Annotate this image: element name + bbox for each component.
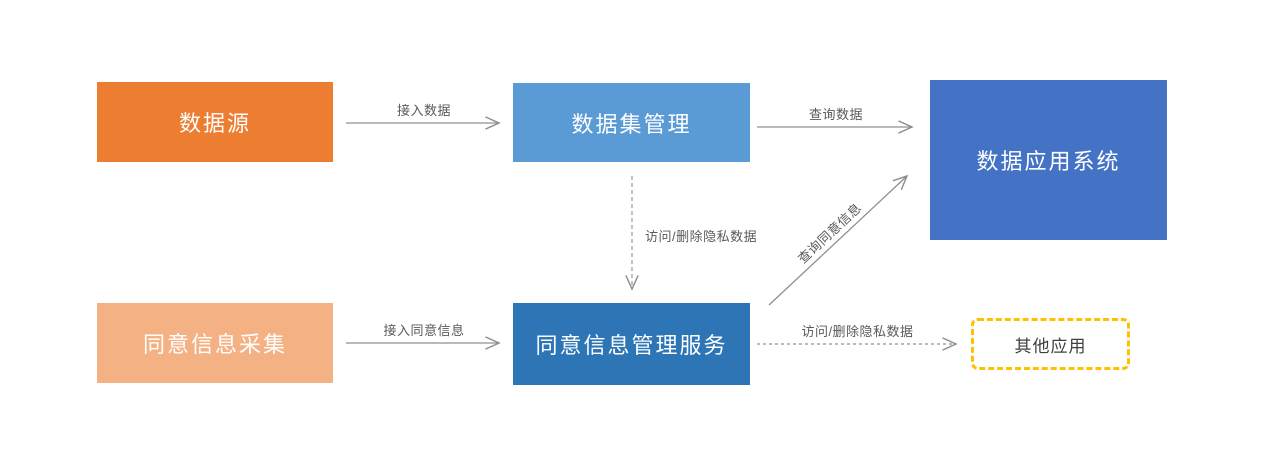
node-consent-management-service-label: 同意信息管理服务 xyxy=(535,333,728,358)
node-other-applications: 其他应用 xyxy=(971,318,1130,370)
edge-label-access-delete-private-data-vertical: 访问/删除隐私数据 xyxy=(645,229,758,244)
node-data-application-system: 数据应用系统 xyxy=(930,80,1167,240)
edge-label-query-consent-info: 查询同意信息 xyxy=(794,200,865,267)
node-data-source: 数据源 xyxy=(97,82,333,162)
edge-label-access-delete-private-data-horizontal: 访问/删除隐私数据 xyxy=(801,324,914,339)
edge-query-consent-info xyxy=(768,176,907,306)
node-consent-management-service: 同意信息管理服务 xyxy=(513,303,750,385)
node-consent-collection-label: 同意信息采集 xyxy=(142,332,287,357)
edge-label-ingest-data: 接入数据 xyxy=(396,103,451,118)
edge-label-ingest-consent-info: 接入同意信息 xyxy=(383,323,465,338)
node-consent-collection: 同意信息采集 xyxy=(97,303,333,383)
edge-label-query-data: 查询数据 xyxy=(808,107,863,122)
node-dataset-management-label: 数据集管理 xyxy=(571,111,692,137)
node-data-source-label: 数据源 xyxy=(178,111,251,136)
node-other-applications-label: 其他应用 xyxy=(1014,336,1087,356)
node-dataset-management: 数据集管理 xyxy=(513,83,750,162)
node-data-application-system-label: 数据应用系统 xyxy=(976,149,1121,174)
